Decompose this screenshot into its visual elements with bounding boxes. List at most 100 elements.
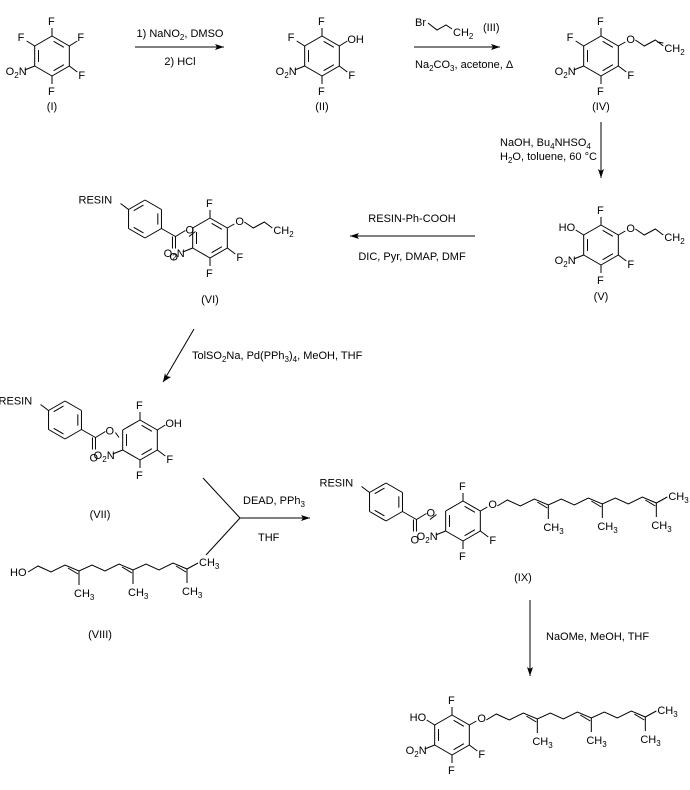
- farnesyl-chain: [486, 710, 646, 721]
- condition-label: THF: [258, 532, 280, 544]
- bond: [618, 254, 627, 262]
- condition-label: H2O, toluene, 60 °C: [500, 151, 597, 165]
- bond: [95, 431, 106, 438]
- bond: [575, 40, 584, 47]
- bond: [618, 65, 627, 73]
- bond: [211, 246, 223, 254]
- bond: [186, 562, 199, 570]
- bond: [429, 514, 437, 520]
- bond: [144, 199, 162, 210]
- bond: [434, 714, 453, 726]
- methyl-label: CH3: [640, 734, 661, 748]
- arrow-head: [215, 44, 224, 50]
- arrow-head: [491, 44, 500, 50]
- bond: [583, 224, 602, 236]
- fluorine-label: F: [348, 70, 355, 82]
- bond: [34, 35, 53, 47]
- bond: [451, 744, 470, 756]
- bond: [445, 530, 464, 542]
- compound-label: (V): [594, 291, 609, 303]
- bond: [600, 254, 619, 266]
- resin-label: RESIN: [79, 195, 113, 207]
- fluorine-label: F: [78, 70, 85, 82]
- compound-label: (IV): [592, 101, 610, 113]
- bond: [139, 419, 158, 431]
- carbonyl-oxygen-label: O: [89, 453, 98, 465]
- bond: [175, 230, 186, 237]
- fluorine-label: F: [448, 765, 455, 777]
- bond: [462, 530, 481, 542]
- reagent-label: 1) NaNO2, DMSO: [137, 28, 224, 42]
- ester-oxygen-label: O: [185, 225, 194, 237]
- arrow-head: [301, 515, 310, 521]
- nitro-label: O2N: [94, 450, 115, 464]
- bond: [600, 224, 619, 236]
- allyl-chain: [635, 228, 664, 236]
- fluorine-label: F: [18, 32, 25, 44]
- ester-oxygen-label: O: [105, 426, 114, 438]
- fluorine-label: F: [77, 32, 84, 44]
- nitro-label: O2N: [276, 66, 297, 80]
- nitro-label: O2N: [555, 66, 576, 80]
- bond: [385, 482, 403, 493]
- compound-label: (II): [315, 101, 328, 113]
- condition-label: Na2CO3, acetone, Δ: [415, 59, 514, 73]
- bond: [656, 496, 668, 504]
- reaction-arrow-5: TolSO2Na, Pd(PPh3)4, MeOH, THF: [162, 328, 363, 383]
- fluorine-label: F: [166, 454, 173, 466]
- bond: [296, 40, 305, 47]
- reagent-label: NaOMe, MeOH, THF: [546, 631, 649, 643]
- reagent-label: NaOH, Bu4NHSO4: [500, 137, 591, 151]
- fluorine-label: F: [597, 275, 604, 287]
- arrow-head: [598, 169, 604, 178]
- bond: [227, 223, 235, 229]
- bond: [157, 449, 166, 457]
- compound-label: (I): [47, 101, 57, 113]
- fluorine-label: F: [318, 86, 325, 98]
- methylene-label: CH2: [273, 225, 294, 239]
- bond: [575, 229, 584, 236]
- farnesyl-chain: [27, 562, 188, 573]
- fluorine-label: F: [48, 16, 55, 28]
- arrow-head: [350, 233, 359, 239]
- bond: [209, 247, 228, 259]
- bond: [121, 566, 133, 574]
- nitro-label: O2N: [164, 248, 185, 262]
- methyl-label: CH3: [651, 520, 672, 534]
- bond: [40, 404, 49, 411]
- bond: [321, 35, 340, 47]
- bond: [361, 486, 370, 493]
- bond: [580, 714, 591, 722]
- bond: [602, 229, 614, 237]
- bond: [573, 65, 584, 71]
- bond: [480, 506, 488, 512]
- bond: [369, 511, 387, 522]
- bond: [112, 449, 123, 455]
- compound-label: (VIII): [88, 629, 112, 641]
- bond: [634, 713, 645, 721]
- bond: [182, 247, 193, 253]
- bond: [583, 65, 602, 77]
- bond: [645, 710, 657, 718]
- bond: [51, 65, 70, 77]
- bond: [69, 40, 78, 47]
- bond: [122, 419, 141, 431]
- bond: [51, 35, 70, 47]
- allyl-bromide-chain: [427, 22, 453, 31]
- methyl-label: CH3: [199, 557, 220, 571]
- bond: [321, 65, 340, 77]
- carbonyl-oxygen-label: O: [410, 535, 419, 547]
- fluorine-label: F: [206, 268, 213, 280]
- nitro-label: O2N: [417, 531, 438, 545]
- bond: [211, 222, 223, 230]
- methyl-label: CH3: [586, 735, 607, 749]
- bond: [133, 226, 144, 234]
- bond: [161, 228, 176, 237]
- methylene-label: CH2: [664, 232, 685, 246]
